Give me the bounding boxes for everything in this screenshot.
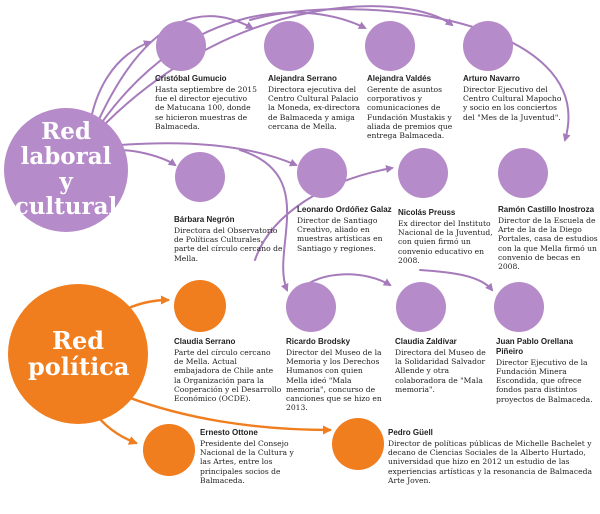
person-name: Cristóbal Gumucio — [155, 74, 227, 83]
hub-red-cultural: Red laboral y cultural — [4, 108, 128, 232]
person-zaldivar: Claudia Zaldívar Directora del Museo de … — [395, 337, 491, 394]
person-description: Parte del círculo cercano de Mella. Actu… — [174, 347, 282, 403]
person-name: Ramón Castillo Inostroza — [498, 205, 595, 214]
person-name: Juan Pablo Orellana Piñeiro — [496, 337, 573, 356]
person-valdes: Alejandra Valdés Gerente de asuntos corp… — [367, 74, 467, 140]
person-description: Gerente de asuntos corporativos y comuni… — [367, 84, 453, 140]
person-description: Directora del Museo de la Solidaridad Sa… — [395, 347, 486, 394]
node-ordonez — [297, 148, 347, 198]
arrow-to-ordonez — [119, 142, 298, 167]
person-description: Director de Santiago Creativo, aliado en… — [297, 215, 383, 253]
person-ordonez: Leonardo Ordóñez Galaz Director de Santi… — [297, 205, 393, 253]
person-description: Director Ejecutivo del Centro Cultural M… — [463, 84, 562, 122]
person-preuss: Nicolás Preuss Ex director del Instituto… — [398, 208, 494, 265]
node-orellana — [494, 282, 544, 332]
person-description: Director de la Escuela de Arte de la de … — [498, 215, 598, 271]
node-serrano-c — [174, 280, 226, 332]
hub-red-politica: Red política — [8, 284, 148, 424]
arrow-to-orellana — [419, 269, 494, 292]
person-description: Directora del Observatorio de Políticas … — [174, 225, 283, 263]
person-orellana: Juan Pablo Orellana Piñeiro Director Eje… — [496, 337, 598, 404]
person-name: Claudia Zaldívar — [395, 337, 457, 346]
person-name: Alejandra Serrano — [268, 74, 337, 83]
node-navarro — [463, 21, 513, 71]
person-name: Leonardo Ordóñez Galaz — [297, 205, 392, 214]
person-brodsky: Ricardo Brodsky Director del Museo de la… — [286, 337, 386, 413]
arrow-to-navarro — [104, 5, 454, 125]
person-name: Arturo Navarro — [463, 74, 520, 83]
hub-red-politica-label: Red política — [28, 326, 130, 381]
node-guell — [332, 418, 384, 470]
person-name: Claudia Serrano — [174, 337, 236, 346]
node-ottone — [143, 424, 195, 476]
person-name: Ricardo Brodsky — [286, 337, 351, 346]
person-serrano-c: Claudia Serrano Parte del círculo cercan… — [174, 337, 282, 403]
hub-red-cultural-label: Red laboral y cultural — [14, 118, 118, 220]
person-description: Director del Museo de la Memoria y los D… — [286, 347, 382, 413]
person-castillo: Ramón Castillo Inostroza Director de la … — [498, 205, 598, 271]
person-name: Pedro Güell — [388, 428, 433, 437]
person-description: Ex director del Instituto Nacional de la… — [398, 218, 493, 265]
arrow-to-valdes — [99, 11, 367, 126]
arrow-to-preuss — [254, 165, 394, 261]
node-serrano-a — [264, 21, 314, 71]
person-description: Director de políticas públicas de Michel… — [388, 438, 592, 485]
person-description: Hasta septiembre de 2015 fue el director… — [155, 84, 257, 131]
person-serrano-a: Alejandra Serrano Directora ejecutiva de… — [268, 74, 362, 131]
arrow-to-castillo — [249, 8, 571, 142]
person-name: Ernesto Ottone — [200, 428, 258, 437]
node-gumucio — [156, 21, 206, 71]
node-negron — [175, 152, 225, 202]
person-description: Directora ejecutiva del Centro Cultural … — [268, 84, 360, 131]
node-valdes — [365, 21, 415, 71]
person-name: Bárbara Negrón — [174, 215, 235, 224]
person-guell: Pedro Güell Director de políticas públic… — [388, 428, 596, 485]
person-navarro: Arturo Navarro Director Ejecutivo del Ce… — [463, 74, 563, 122]
arrow-to-brodsky — [239, 149, 289, 292]
person-gumucio: Cristóbal Gumucio Hasta septiembre de 20… — [155, 74, 258, 131]
node-castillo — [498, 148, 548, 198]
person-negron: Bárbara Negrón Directora del Observatori… — [174, 215, 284, 263]
person-description: Director Ejecutivo de la Fundación Miner… — [496, 357, 593, 404]
node-zaldivar — [396, 282, 446, 332]
node-brodsky — [286, 282, 336, 332]
person-description: Presidente del Consejo Nacional de la Cu… — [200, 438, 294, 485]
person-name: Nicolás Preuss — [398, 208, 456, 217]
person-ottone: Ernesto Ottone Presidente del Consejo Na… — [200, 428, 304, 485]
arrow-to-guell — [108, 388, 332, 435]
person-name: Alejandra Valdés — [367, 74, 432, 83]
node-preuss — [398, 148, 448, 198]
